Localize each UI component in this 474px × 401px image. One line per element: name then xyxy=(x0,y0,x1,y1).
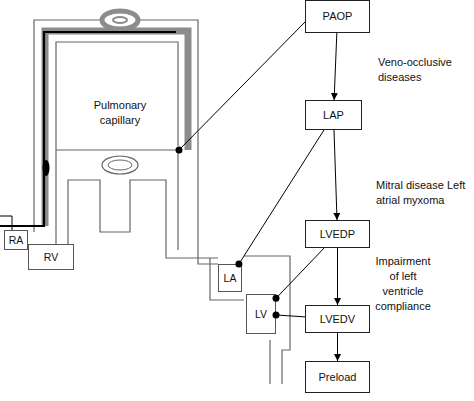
cause-label: Mitral disease Left atrial myxoma xyxy=(376,178,472,208)
chamber-box: RV xyxy=(28,244,74,270)
measure-box: LAP xyxy=(305,100,362,130)
node-text: LA xyxy=(224,272,237,284)
node-text: RA xyxy=(9,234,24,246)
cause-label: Impairment of left ventricle compliance xyxy=(370,254,436,313)
leader-line xyxy=(276,248,324,298)
vessel-wall xyxy=(34,20,218,264)
vessel-wall xyxy=(68,180,218,258)
node-text: Preload xyxy=(319,371,357,384)
flow-arrow xyxy=(337,248,338,305)
measure-box: LVEDP xyxy=(305,220,370,248)
chamber-box: LA xyxy=(218,264,242,292)
leader-dot xyxy=(235,261,242,268)
flow-arrow xyxy=(337,333,338,361)
measure-box: LVEDV xyxy=(305,305,370,333)
heart-wall xyxy=(244,256,290,384)
node-text: LV xyxy=(255,308,267,320)
node-text: LVEDV xyxy=(320,313,355,326)
vessel-line xyxy=(0,216,12,230)
flow-arrow xyxy=(334,130,337,220)
part-label: Pulmonary capillary xyxy=(78,98,162,128)
vessel-wall xyxy=(56,150,178,250)
measure-box: Preload xyxy=(305,361,370,393)
flow-arrow xyxy=(334,33,337,100)
chamber-box: LV xyxy=(246,294,276,334)
leader-line xyxy=(179,22,305,150)
node-text: RV xyxy=(44,251,58,263)
heart-wall xyxy=(210,258,244,300)
capillary-loop xyxy=(108,160,132,170)
leader-dot xyxy=(273,295,280,302)
capillary-loop xyxy=(102,156,138,174)
leader-line xyxy=(239,130,324,264)
node-text: PAOP xyxy=(323,10,353,23)
catheter-balloon xyxy=(43,160,50,176)
cause-label: Veno-occlusive diseases xyxy=(378,55,474,85)
leader-line xyxy=(276,315,305,317)
capillary-loop xyxy=(113,17,127,23)
node-text: LAP xyxy=(323,109,344,122)
vessel-wall xyxy=(56,42,178,244)
catheter xyxy=(0,32,176,226)
capillary-loop xyxy=(102,11,138,29)
leader-dot xyxy=(176,147,183,154)
wedged-segment xyxy=(45,31,188,226)
heart-wall xyxy=(269,340,270,384)
measure-box: PAOP xyxy=(305,0,370,33)
node-text: LVEDP xyxy=(320,228,355,241)
leader-dot xyxy=(273,311,280,318)
chamber-box: RA xyxy=(4,230,28,250)
